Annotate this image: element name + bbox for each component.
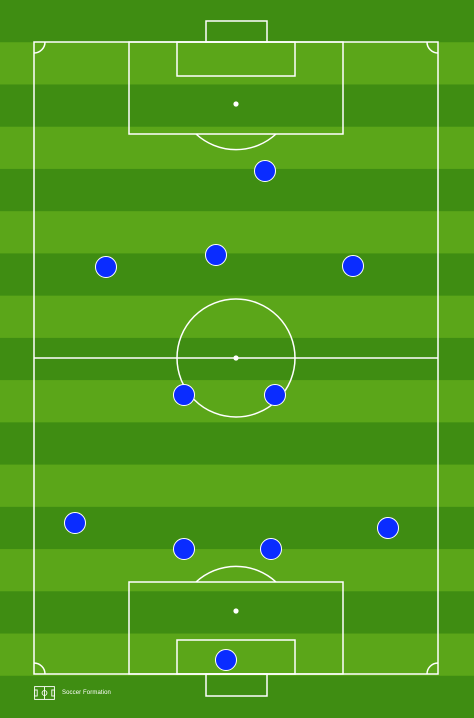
grass-stripe: [0, 42, 474, 86]
bottom-penalty-spot: [233, 608, 239, 614]
grass-stripe: [0, 295, 474, 339]
grass-stripe: [0, 464, 474, 508]
player-defender-left[interactable]: [64, 512, 86, 534]
center-circle: [176, 298, 296, 418]
player-midfielder-right[interactable]: [342, 255, 364, 277]
pitch-markings: [33, 20, 439, 697]
player-midfielder-center-right[interactable]: [264, 384, 286, 406]
pitch-icon: [34, 686, 55, 700]
brand-title: Soccer Formation: [62, 690, 111, 696]
corner-arc-bottom-right: [426, 662, 439, 675]
grass-stripe: [0, 422, 474, 466]
player-defender-center-left[interactable]: [173, 538, 195, 560]
corner-arc-top-right: [426, 41, 439, 54]
player-defender-right[interactable]: [377, 517, 399, 539]
player-midfielder-center-left[interactable]: [173, 384, 195, 406]
grass-stripe: [0, 211, 474, 255]
top-goal: [205, 20, 268, 43]
brand: Soccer Formation: [34, 685, 111, 701]
top-penalty-arc: [195, 133, 277, 151]
grass-stripe: [0, 168, 474, 212]
grass-stripe: [0, 253, 474, 297]
grass-stripe: [0, 549, 474, 592]
player-goalkeeper[interactable]: [215, 649, 237, 671]
player-defender-center-right[interactable]: [260, 538, 282, 560]
bottom-penalty-arc: [195, 565, 277, 583]
grass-stripe: [0, 380, 474, 423]
top-penalty-spot: [233, 101, 239, 107]
grass-stripe: [0, 675, 474, 718]
bottom-goal: [205, 673, 268, 697]
player-forward[interactable]: [254, 160, 276, 182]
pitch-spots: [233, 101, 239, 614]
corner-arc-bottom-left: [33, 662, 46, 675]
center-spot: [233, 355, 239, 361]
players-layer: [64, 160, 399, 671]
player-midfielder-center[interactable]: [205, 244, 227, 266]
player-midfielder-left[interactable]: [95, 256, 117, 278]
grass-stripe: [0, 126, 474, 170]
corner-arc-top-left: [33, 41, 46, 54]
